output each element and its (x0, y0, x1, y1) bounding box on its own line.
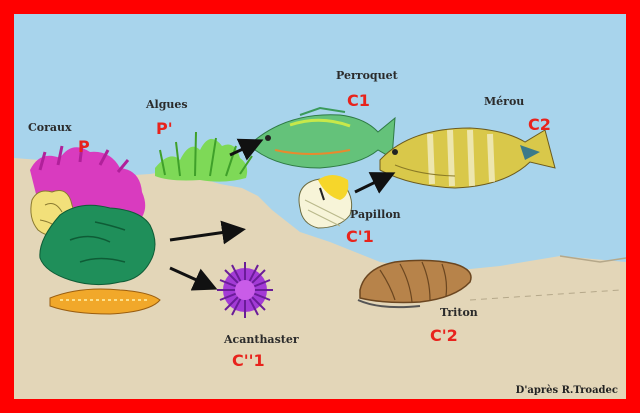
code-acanthaster: C''1 (232, 351, 265, 370)
label-acanthaster: Acanthaster (223, 333, 299, 346)
credit-text: D'après R.Troadec (516, 385, 618, 396)
label-papillon: Papillon (350, 208, 401, 221)
label-merou: Mérou (484, 95, 524, 108)
starfish-icon (217, 262, 273, 318)
label-perroquet: Perroquet (336, 69, 399, 82)
label-coraux: Coraux (28, 121, 72, 134)
label-triton: Triton (440, 306, 478, 319)
code-perroquet: C1 (347, 91, 370, 110)
code-papillon: C'1 (346, 227, 374, 246)
code-algues: P' (156, 119, 173, 138)
code-triton: C'2 (430, 326, 458, 345)
label-algues: Algues (145, 98, 188, 111)
code-coraux: P (78, 137, 90, 156)
code-merou: C2 (528, 115, 551, 134)
